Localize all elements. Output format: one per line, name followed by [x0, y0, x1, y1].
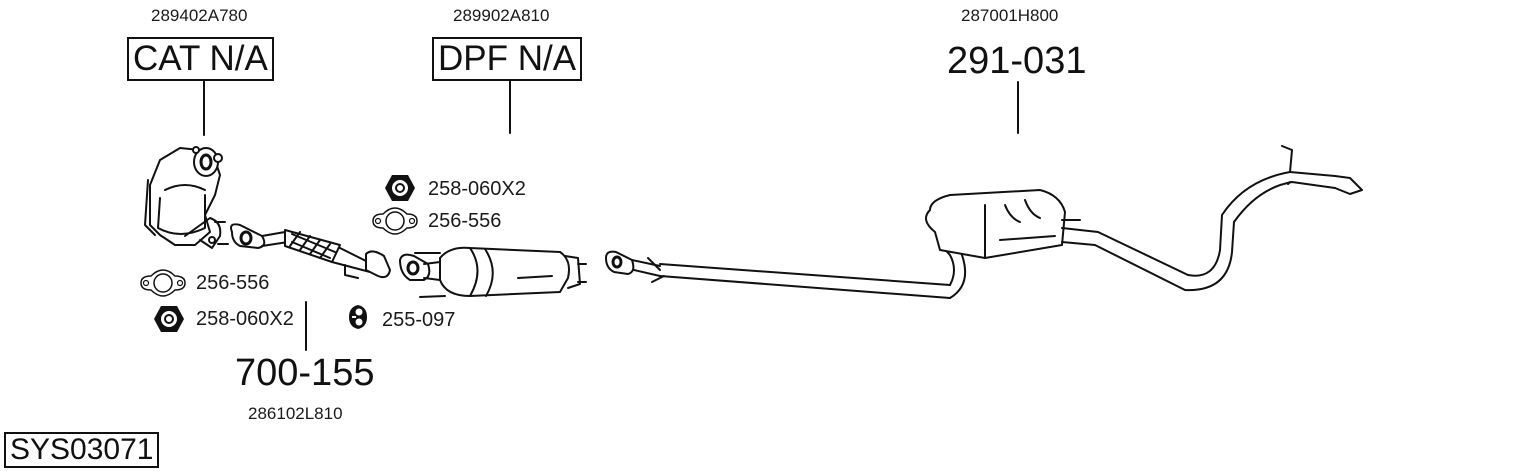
front-pipe-drawing — [230, 223, 391, 279]
oem-number-dpf: 289902A810 — [453, 6, 550, 25]
system-id-label: SYS03071 — [4, 432, 160, 468]
part-label-cat[interactable]: CAT N/A — [127, 37, 274, 81]
rubber-hanger-icon — [349, 305, 367, 329]
accessory-label-gasket-left[interactable]: 256-556 — [196, 272, 270, 294]
accessory-label-nut-left[interactable]: 258-060X2 — [196, 308, 294, 330]
oem-number-cat: 289402A780 — [151, 6, 248, 25]
gasket-icon — [372, 207, 418, 235]
oem-number-front-pipe: 286102L810 — [248, 404, 343, 423]
nut-icon — [385, 175, 415, 201]
accessory-label-nut-mid[interactable]: 258-060X2 — [428, 178, 526, 200]
nut-icon — [154, 306, 184, 332]
part-label-dpf[interactable]: DPF N/A — [432, 37, 583, 81]
dpf-drawing — [399, 246, 587, 298]
accessory-label-hanger[interactable]: 255-097 — [382, 309, 456, 331]
oem-number-rear: 287001H800 — [961, 6, 1059, 25]
gasket-icon — [140, 269, 186, 297]
accessory-label-gasket-mid[interactable]: 256-556 — [428, 210, 502, 232]
catalytic-converter-drawing — [144, 146, 229, 249]
part-label-front-pipe[interactable]: 700-155 — [235, 352, 375, 394]
rear-silencer-drawing — [605, 145, 1363, 299]
part-label-rear[interactable]: 291-031 — [947, 40, 1087, 82]
